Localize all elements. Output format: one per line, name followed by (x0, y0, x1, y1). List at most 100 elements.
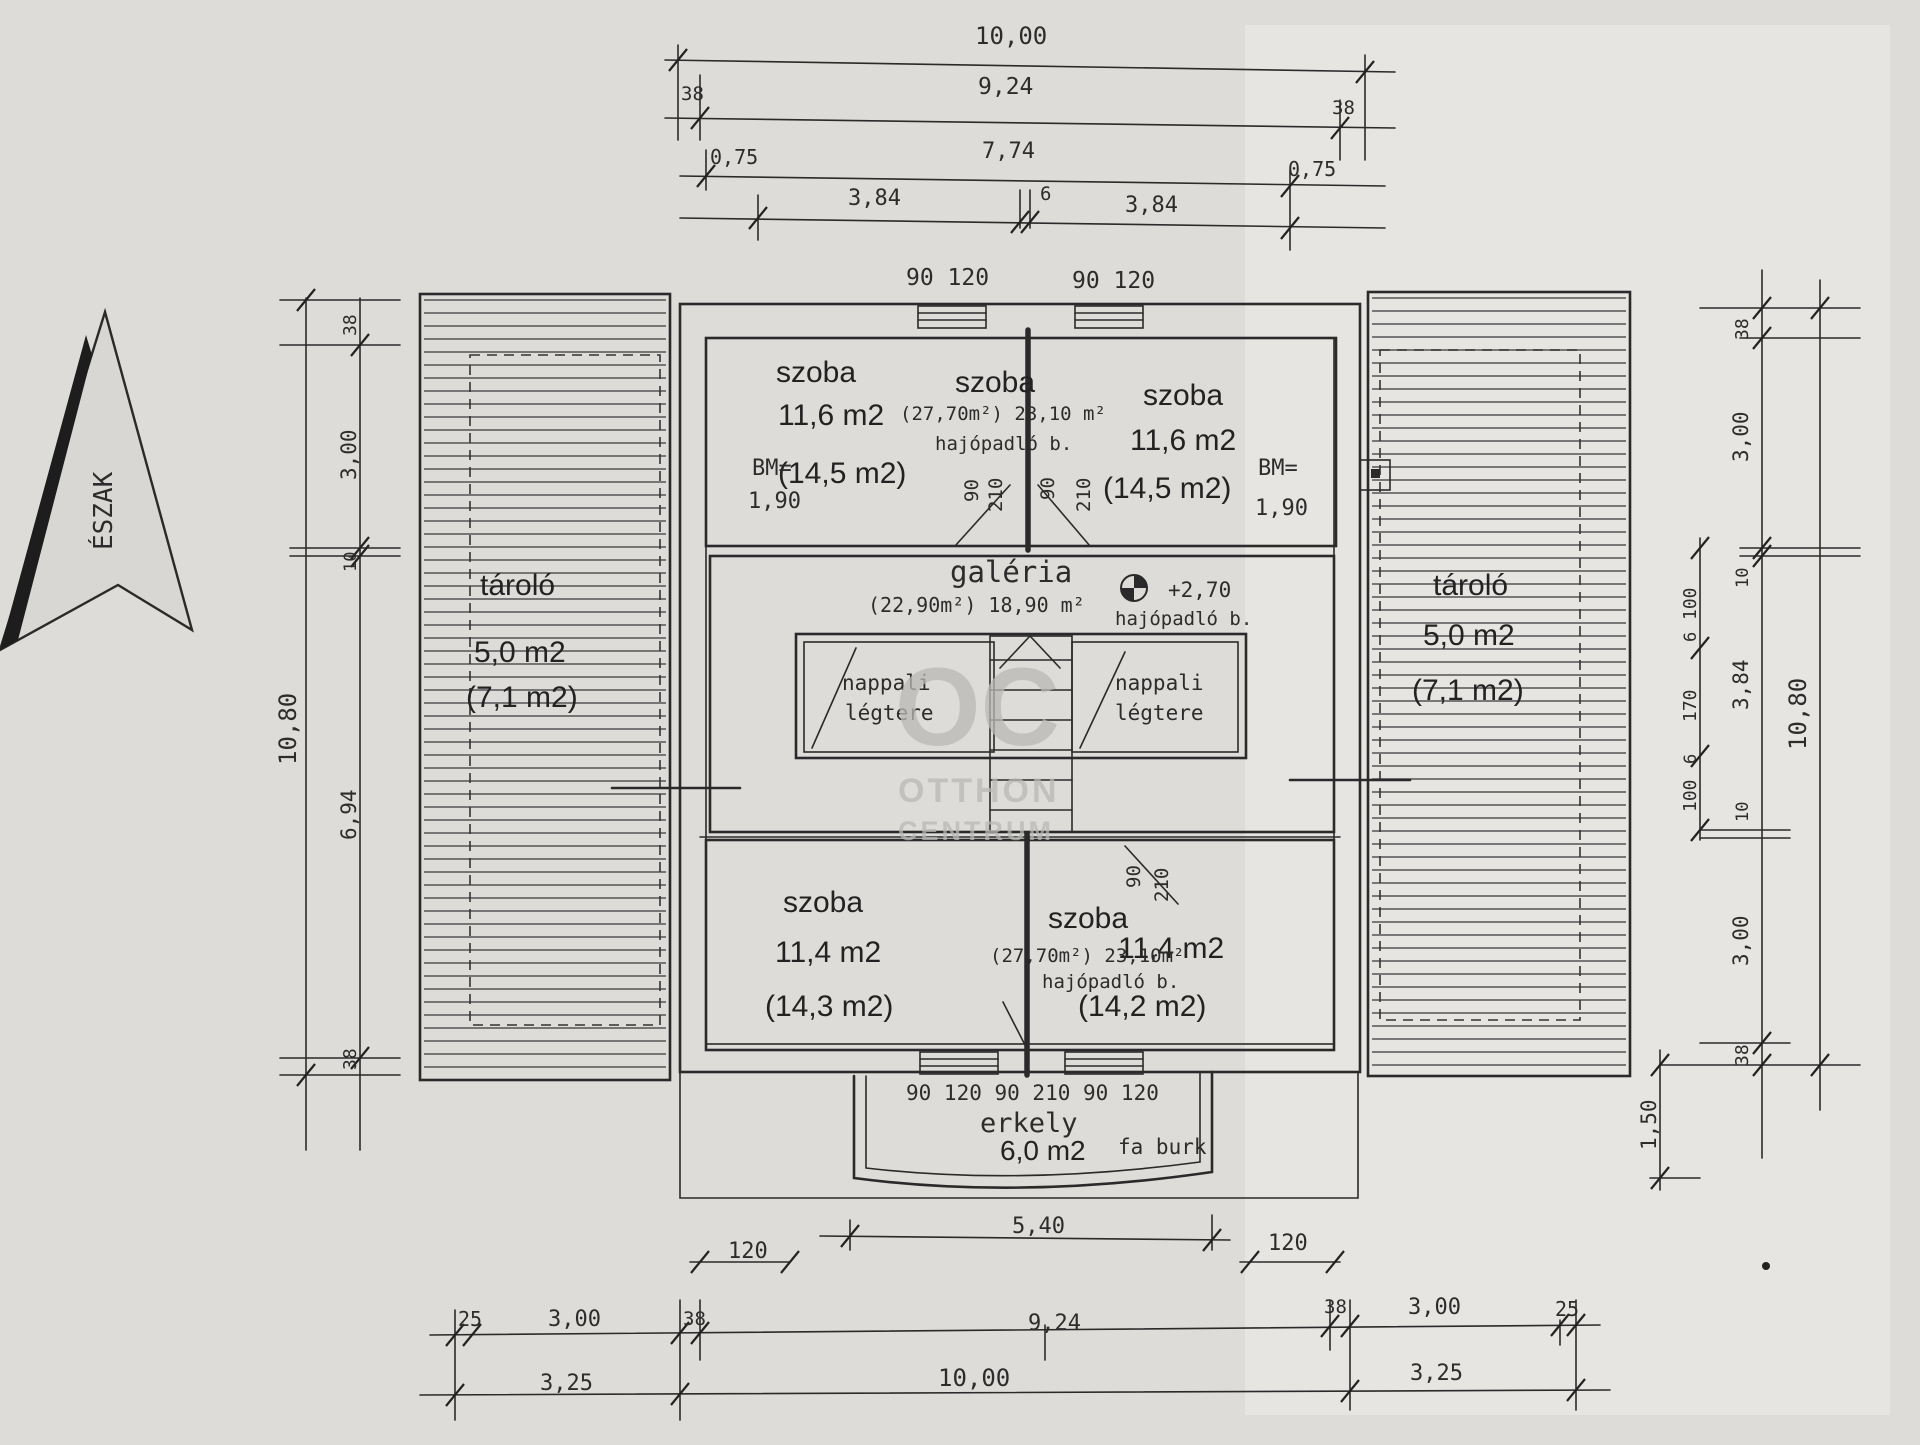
dim-top-half-r: 3,84 (1125, 193, 1178, 218)
room-ne-bm: 1,90 (1255, 496, 1308, 521)
dim-win-top-r: 90 120 (1072, 268, 1155, 294)
dimension-tick (690, 1321, 710, 1345)
room-galeria-dim: (22,90m²) 18,90 m² (868, 593, 1085, 617)
dimension-tick (1650, 1166, 1670, 1190)
room-nc-floor: hajópadló b. (935, 433, 1072, 455)
storage-left-name: tároló (480, 569, 555, 602)
dimension-tick (840, 1224, 860, 1248)
north-arrow-icon: ÉSZAK (0, 307, 194, 652)
dimension-tick (1340, 1379, 1360, 1403)
balcony-area: 6,0 m2 (1000, 1135, 1086, 1166)
dimension-labels: 10,00 9,24 38 38 7,74 0,75 0,75 3,84 3,8… (274, 22, 1812, 1396)
dim-right-10b: 10 (1733, 802, 1753, 822)
dim-top-mid: 6 (1040, 183, 1051, 205)
dimension-tick (1566, 1313, 1586, 1337)
room-galeria-floor: hajópadló b. (1115, 608, 1252, 630)
dimension-tick (1752, 1031, 1772, 1055)
dim-right-38b: 38 (1732, 1044, 1753, 1066)
watermark-logo: OC (895, 646, 1060, 769)
room-ne-bm-label: BM= (1258, 456, 1298, 481)
room-se-gross: (14,2 m2) (1078, 990, 1206, 1023)
room-sw-gross: (14,3 m2) (765, 990, 893, 1023)
dim-top-inner: 9,24 (978, 74, 1033, 100)
dimension-tick (1810, 1053, 1830, 1077)
room-labels: szoba 11,6 m2 (14,5 m2) BM= 1,90 szoba (… (466, 356, 1524, 1166)
dimension-tick (1550, 1313, 1570, 1337)
window-top-right (1074, 305, 1144, 329)
dimension-tick (1325, 1250, 1345, 1274)
dimension-tick (1752, 326, 1772, 350)
storage-right-area: 5,0 m2 (1423, 619, 1515, 652)
dimension-tick (462, 1323, 482, 1347)
dimension-tick (1752, 536, 1772, 560)
room-nw-name: szoba (776, 356, 856, 389)
dim-bottom-325-l: 3,25 (540, 1371, 593, 1396)
dimension-tick (445, 1383, 465, 1407)
balcony-floor: fa burk (1118, 1135, 1207, 1159)
dim-left-694: 6,94 (337, 789, 361, 840)
dim-top-clear: 7,74 (982, 139, 1035, 164)
dimension-tick (1690, 536, 1710, 560)
dim-right-100a: 100 (1680, 587, 1701, 620)
airspace-right-l1: nappali (1115, 671, 1204, 695)
dimension-tick (1810, 296, 1830, 320)
window-bottom-left (919, 1051, 999, 1075)
airspace-left-l2: légtere (845, 701, 934, 725)
dimension-tick (670, 1321, 690, 1345)
dimension-tick (1280, 174, 1300, 198)
dimension-tick (1330, 116, 1350, 140)
dim-bottom-300-l: 3,00 (548, 1307, 601, 1332)
airspace-right-l2: légtere (1115, 701, 1204, 725)
balcony-name: erkely (980, 1108, 1078, 1139)
dimension-tick (350, 333, 370, 357)
dim-right-100b: 100 (1680, 779, 1701, 812)
dimension-tick (1690, 744, 1710, 768)
dim-right-38a: 38 (1732, 318, 1753, 340)
room-ne-gross: (14,5 m2) (1103, 472, 1231, 505)
dim-top-total: 10,00 (975, 22, 1047, 50)
dim-top-wall-r: 38 (1332, 97, 1355, 119)
window-top-left (917, 305, 987, 329)
dim-bottom-120-r: 120 (1268, 1231, 1308, 1256)
dimension-tick (690, 1250, 710, 1274)
dimension-tick (1566, 1378, 1586, 1402)
dimension-tick (1690, 818, 1710, 842)
dim-door-l: 90 (961, 479, 983, 502)
storage-right-name: tároló (1433, 569, 1508, 602)
level-marker-icon (1120, 574, 1148, 602)
dim-bottom-540: 5,40 (1012, 1214, 1065, 1239)
dimension-tick (1690, 636, 1710, 660)
dim-right-300a: 3,00 (1729, 411, 1753, 462)
dimension-tick (1320, 1314, 1340, 1338)
room-sw-name: szoba (783, 886, 863, 919)
dim-right-170: 170 (1680, 689, 1701, 722)
dimension-tick (1650, 1053, 1670, 1077)
room-ne-name: szoba (1143, 379, 1223, 412)
room-se-floor: hajópadló b. (1042, 971, 1179, 993)
storage-left-gross: (7,1 m2) (466, 681, 578, 714)
dim-bottom-300-r: 3,00 (1408, 1295, 1461, 1320)
dim-door-r: 90 (1037, 477, 1059, 500)
dim-bottom-25-l: 25 (458, 1307, 482, 1331)
dim-left-38b: 38 (340, 1048, 361, 1070)
watermark-line1: OTTHON (898, 772, 1060, 810)
dimension-ticks (296, 48, 1830, 1407)
dimension-tick (1340, 1314, 1360, 1338)
window-bottom-right (1064, 1051, 1144, 1075)
room-galeria-name: galéria (950, 555, 1072, 589)
dim-bottom-1000: 10,00 (938, 1364, 1010, 1392)
dimension-tick (690, 106, 710, 130)
dimension-tick (1010, 210, 1030, 234)
dimension-tick (1240, 1250, 1260, 1274)
dimension-tick (350, 536, 370, 560)
dimension-tick (1020, 210, 1040, 234)
dimension-tick (1202, 1228, 1222, 1252)
paper-sheet-right (1245, 25, 1890, 1415)
dim-door-se: 90 (1123, 865, 1145, 888)
storage-right (1288, 290, 1632, 1078)
dimension-tick (1752, 1053, 1772, 1077)
dim-left-300: 3,00 (337, 429, 361, 480)
dim-door-l-h: 210 (985, 478, 1007, 512)
room-nc-name: szoba (955, 366, 1035, 399)
